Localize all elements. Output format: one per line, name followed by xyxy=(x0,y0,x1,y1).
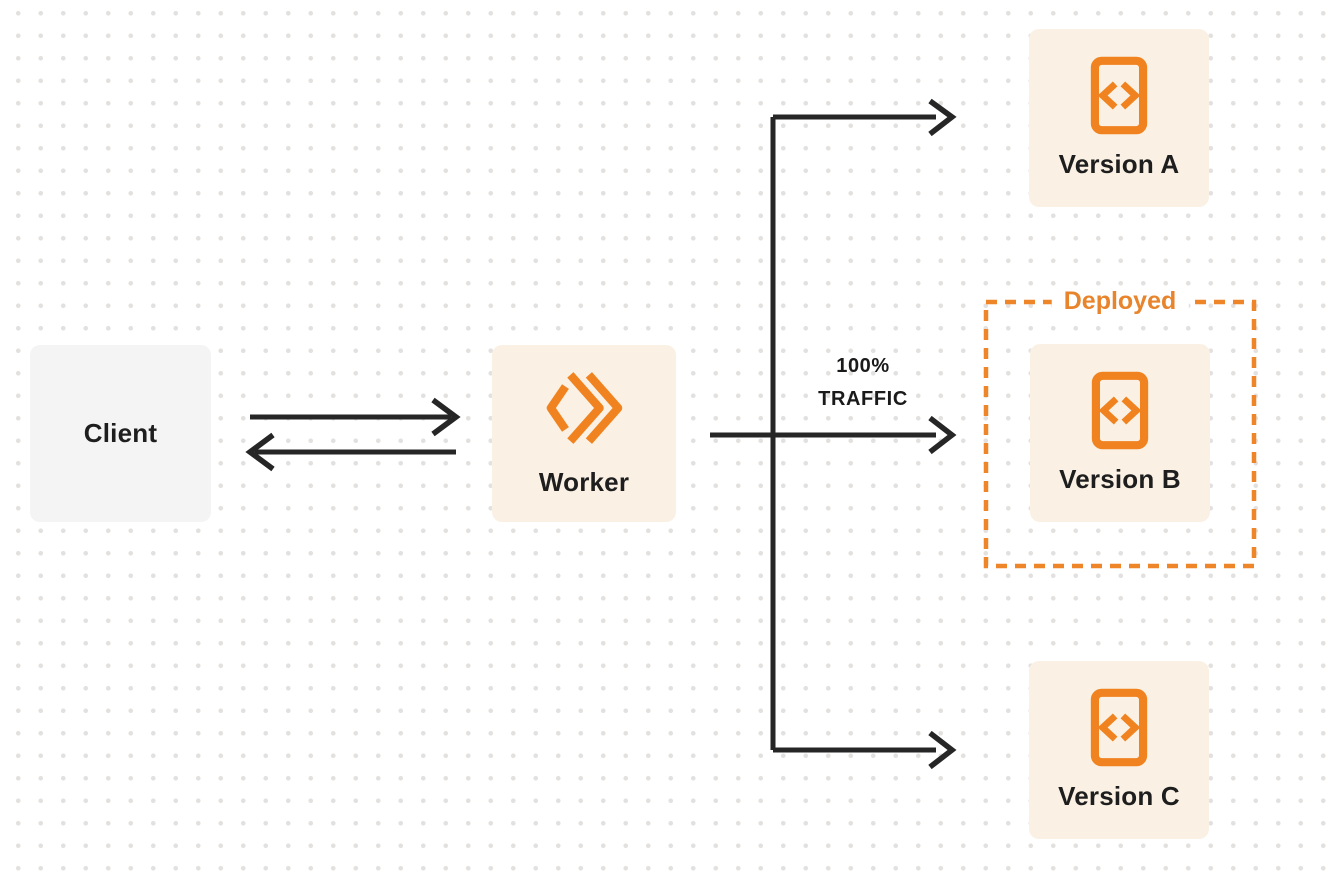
worker-node: Worker xyxy=(492,345,676,522)
version-c-node-label: Version C xyxy=(1058,781,1180,811)
branch-arrow-version-b xyxy=(710,415,957,455)
worker-node-label: Worker xyxy=(538,467,630,497)
workers-logo-icon xyxy=(546,372,623,444)
version-a-node-label: Version A xyxy=(1058,149,1180,179)
deployed-label: Deployed xyxy=(1051,286,1189,316)
version-c-node: Version C xyxy=(1029,661,1209,839)
client-node-label: Client xyxy=(83,418,158,448)
version-b-node-label: Version B xyxy=(1059,464,1181,494)
code-file-icon xyxy=(1091,371,1149,450)
branch-arrow-version-a xyxy=(773,98,957,137)
traffic-percentage-word: TRAFFIC xyxy=(818,388,908,410)
version-b-node: Version B xyxy=(1030,344,1210,522)
traffic-percentage-label: 100% TRAFFIC xyxy=(818,350,908,416)
worker-client-response-arrow xyxy=(245,432,456,472)
version-a-node: Version A xyxy=(1029,29,1209,207)
branch-arrow-version-c xyxy=(773,730,957,770)
code-file-icon xyxy=(1090,56,1148,135)
code-file-icon xyxy=(1090,688,1148,767)
traffic-percentage-value: 100% xyxy=(836,355,890,377)
client-node: Client xyxy=(30,345,211,522)
client-worker-request-arrow xyxy=(250,397,461,437)
